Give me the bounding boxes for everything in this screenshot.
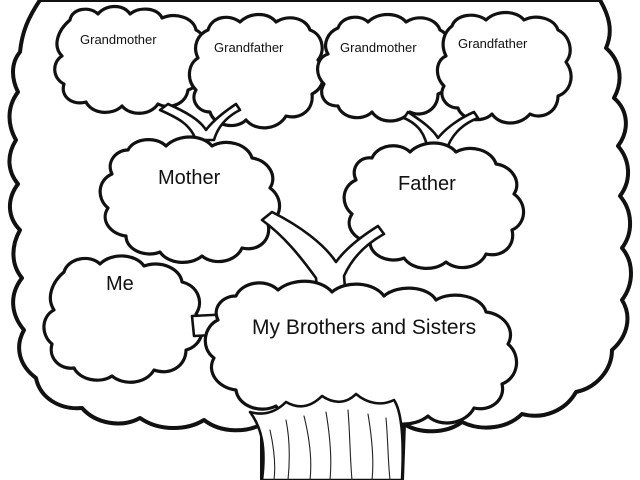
tree-trunk (248, 392, 405, 480)
label-siblings: My Brothers and Sisters (252, 316, 476, 339)
grandfather-left-cloud (187, 12, 326, 130)
grandmother-left-cloud (53, 4, 207, 115)
father-branch (402, 110, 480, 154)
label-mother: Mother (158, 167, 221, 189)
label-grandmother-right: Grandmother (340, 40, 417, 55)
label-father: Father (398, 173, 456, 195)
label-grandfather-right: Grandfather (458, 36, 528, 51)
siblings-cloud (203, 279, 519, 426)
label-me: Me (106, 273, 134, 295)
label-grandmother-left: Grandmother (80, 32, 157, 47)
grandfather-right-cloud (435, 10, 573, 125)
me-cloud (42, 254, 204, 384)
father-cloud (342, 141, 526, 270)
parents-junction-branch (260, 210, 386, 302)
label-grandfather-left: Grandfather (214, 40, 284, 55)
grandmother-right-cloud (316, 12, 453, 123)
trunk-grain (269, 409, 391, 480)
mother-branch (158, 102, 242, 142)
mother-cloud (98, 135, 282, 264)
